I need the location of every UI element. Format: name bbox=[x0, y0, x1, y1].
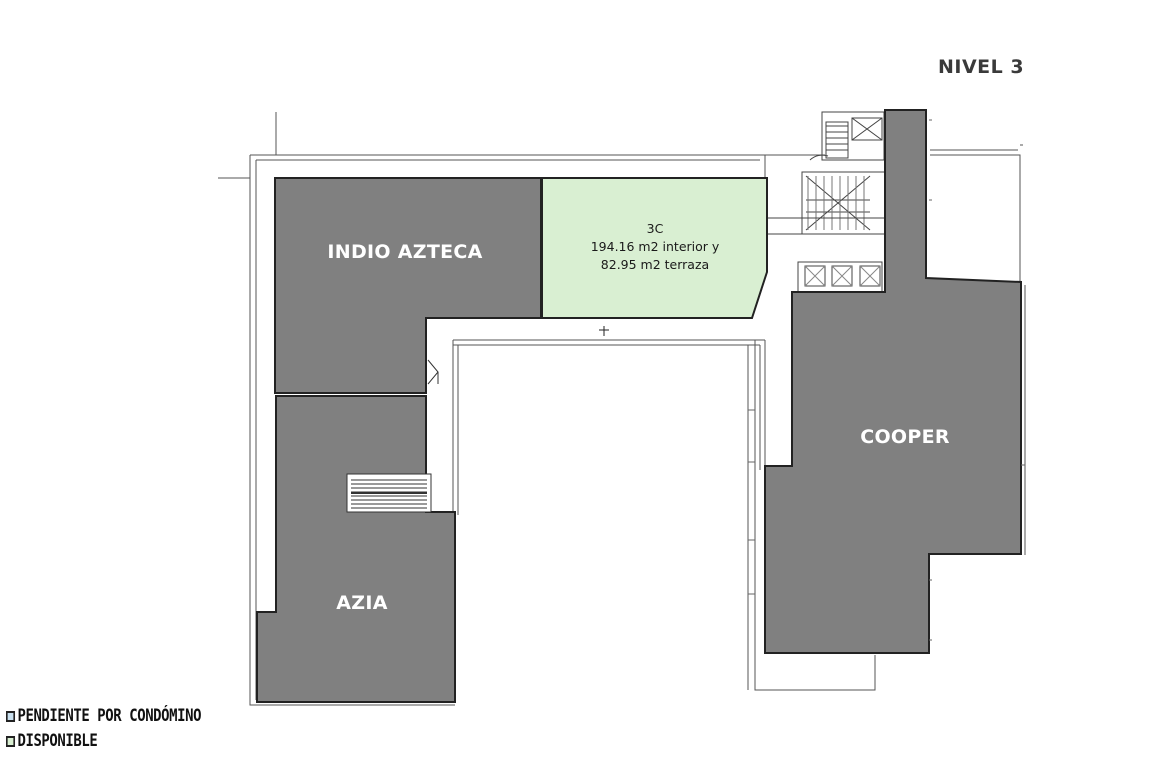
unit-3c-terrace-area: 82.95 m2 terraza bbox=[600, 257, 710, 272]
service-core bbox=[764, 111, 891, 293]
legend-pending-label: PENDIENTE POR CONDÓMINO bbox=[17, 706, 202, 726]
unit-azia[interactable] bbox=[256, 395, 456, 703]
legend-pending-swatch bbox=[6, 710, 16, 722]
unit-3c[interactable] bbox=[541, 177, 768, 319]
building-walls bbox=[218, 112, 1026, 706]
wall-ticks bbox=[748, 119, 1025, 641]
unit-label-cooper: COOPER bbox=[860, 426, 950, 448]
level-title: NIVEL 3 bbox=[938, 56, 1025, 78]
stairs bbox=[346, 473, 432, 513]
legend-available-swatch bbox=[6, 735, 16, 747]
unit-indio-azteca[interactable] bbox=[274, 177, 542, 394]
unit-label-3c: 3C 194.16 m2 interior y 82.95 m2 terraza bbox=[591, 220, 720, 274]
legend-available-label: DISPONIBLE bbox=[17, 731, 98, 751]
unit-3c-interior-area: 194.16 m2 interior y bbox=[590, 239, 720, 254]
legend-available: DISPONIBLE bbox=[6, 731, 98, 751]
unit-label-indio-azteca: INDIO AZTECA bbox=[327, 241, 483, 263]
unit-cooper[interactable] bbox=[764, 109, 1022, 654]
unit-3c-name: 3C bbox=[646, 221, 664, 236]
door bbox=[427, 359, 439, 385]
unit-label-azia: AZIA bbox=[336, 592, 388, 614]
legend-pending: PENDIENTE POR CONDÓMINO bbox=[6, 706, 201, 726]
level-marker bbox=[599, 326, 609, 336]
